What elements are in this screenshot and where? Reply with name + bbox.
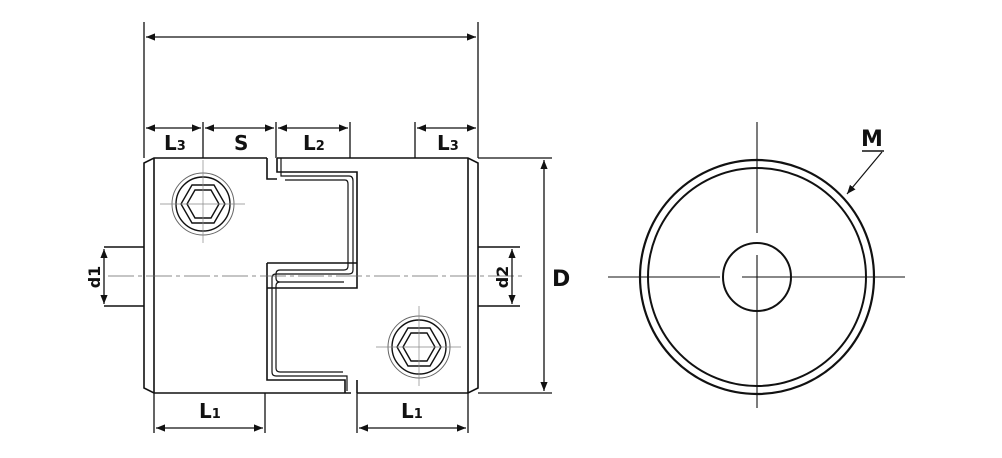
label-l3-left: L [164,131,177,155]
inner-rim [647,167,867,387]
left-hub-outline [143,157,351,394]
svg-text:L1: L1 [401,399,423,423]
end-view: M [608,122,905,408]
extension-lines [143,22,552,433]
svg-text:L3: L3 [164,131,186,155]
elastic-spider-inner [275,179,349,373]
side-view [104,157,522,394]
dimension-labels: L3 S L2 L3 L1 L1 d1 d2 D [85,131,570,423]
right-hub-outline [277,157,479,394]
svg-text:L3: L3 [437,131,459,155]
svg-text:L2: L2 [303,131,325,155]
set-screw-left [160,160,245,243]
label-l3-right: L [437,131,450,155]
bore [722,242,792,312]
shaft-right [478,246,520,307]
elastic-spider [271,158,354,391]
label-l1-left: L [199,399,212,423]
label-l2: L [303,131,316,155]
chamfer-lines [153,158,469,393]
label-d2: d2 [493,266,512,289]
right-hub-jaw [267,158,358,393]
end-view-centerlines [608,122,905,408]
label-d1: d1 [85,266,104,289]
left-hub-jaw [266,158,346,393]
label-l1-right: L [401,399,414,423]
dimensions [100,22,552,433]
label-D: D [552,267,570,292]
m-leader-arrow [846,151,883,195]
svg-text:L1: L1 [199,399,221,423]
label-s: S [234,131,248,155]
shaft-left [104,246,144,307]
set-screw-right [376,306,461,386]
label-M: M [861,127,883,152]
outer-rim [638,158,876,396]
